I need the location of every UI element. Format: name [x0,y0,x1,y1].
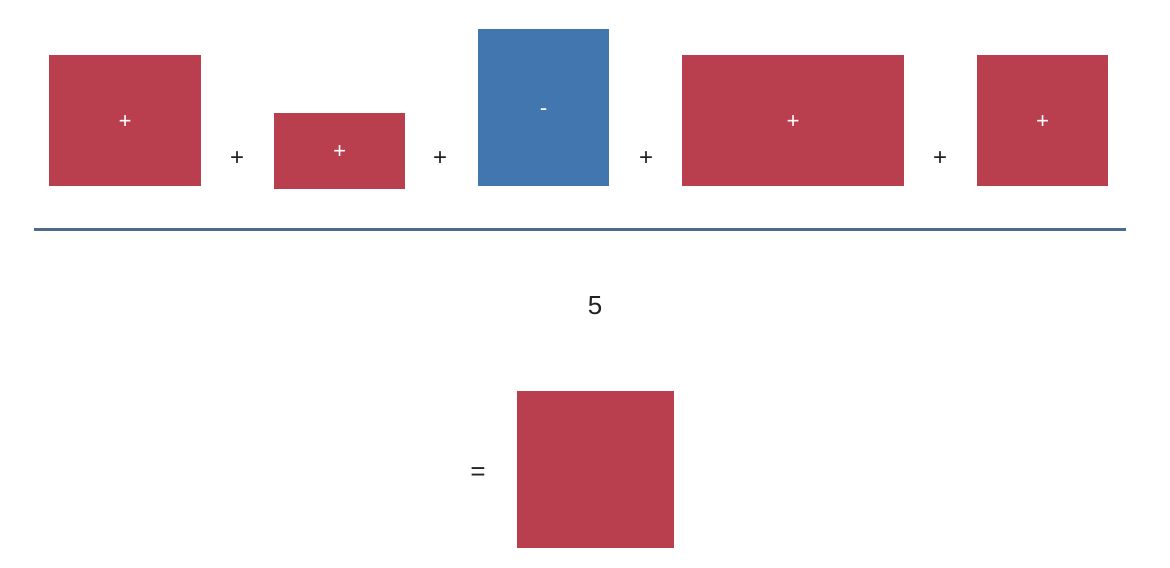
tile-sign: + [1036,107,1049,133]
tile-sign: - [539,94,548,120]
positive-tile: + [682,55,904,186]
tile-sign: + [118,107,132,133]
positive-tile: + [49,55,201,186]
positive-tile: + [977,55,1108,186]
positive-tile: + [274,113,405,189]
denominator: 5 [587,290,603,320]
negative-tile: - [478,29,609,186]
plus-operator: + [638,144,653,171]
result-tile [517,391,674,548]
plus-operator: + [932,144,947,171]
tile-sign: + [786,107,800,133]
fraction-line [34,228,1126,231]
tile-sign: + [333,138,346,163]
equals-sign: = [470,456,486,486]
plus-operator: + [432,144,447,171]
plus-operator: + [229,144,244,171]
